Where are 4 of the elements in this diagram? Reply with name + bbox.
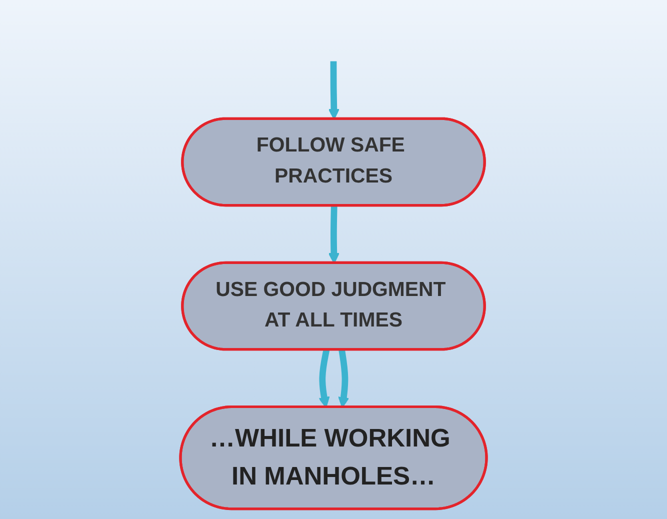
- arrow: [328, 61, 340, 120]
- arrow: [318, 349, 330, 408]
- arrow: [338, 350, 350, 408]
- arrow: [328, 206, 340, 264]
